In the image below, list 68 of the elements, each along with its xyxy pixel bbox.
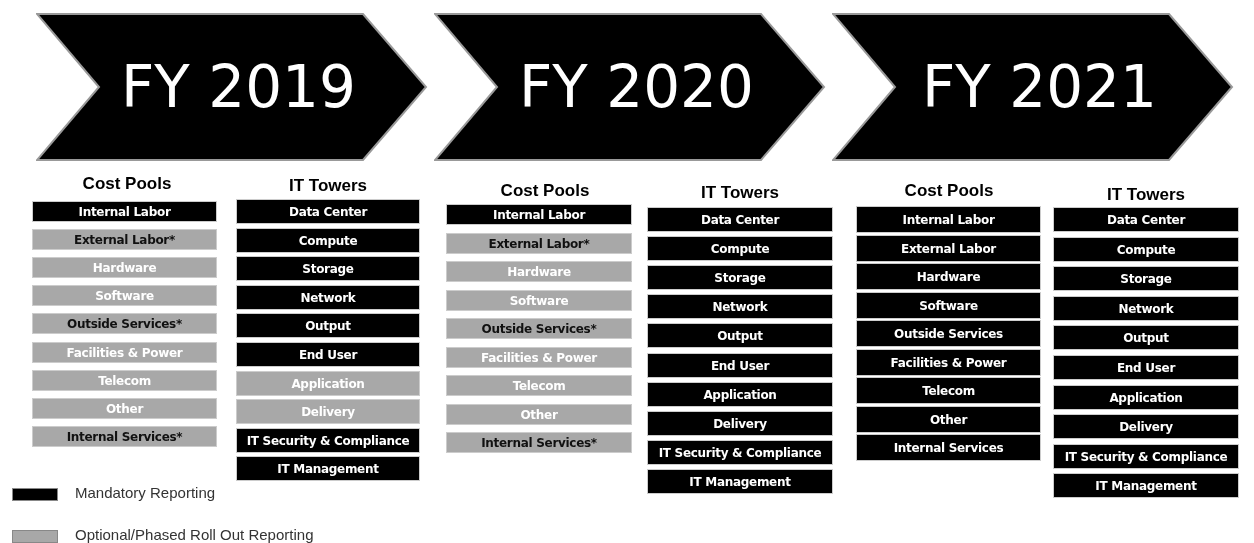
category-box: Software [447, 291, 631, 310]
category-box: Application [648, 383, 832, 406]
category-box: Internal Labor [33, 202, 216, 221]
category-box: Output [237, 314, 419, 337]
category-box: External Labor* [33, 230, 216, 249]
category-box: Storage [237, 257, 419, 280]
category-box: Data Center [648, 208, 832, 231]
category-box: End User [1054, 356, 1238, 379]
category-box: Internal Services [857, 435, 1040, 460]
category-box: Telecom [447, 376, 631, 395]
category-box: Data Center [237, 200, 419, 223]
category-box: Network [237, 286, 419, 309]
category-box: Facilities & Power [857, 350, 1040, 375]
category-box: Internal Services* [447, 433, 631, 452]
category-box: Internal Labor [447, 205, 631, 224]
year-label: FY 2021 [922, 53, 1157, 121]
category-box: Outside Services [857, 321, 1040, 346]
category-box: Compute [1054, 238, 1238, 261]
category-box: Facilities & Power [447, 348, 631, 367]
category-box: Compute [648, 237, 832, 260]
category-box: Output [1054, 326, 1238, 349]
category-box: Software [857, 293, 1040, 318]
category-box: Outside Services* [447, 319, 631, 338]
column-heading: IT Towers [288, 176, 368, 196]
category-box: Software [33, 286, 216, 305]
category-box: End User [237, 343, 419, 366]
category-box: IT Management [237, 457, 419, 480]
category-box: Network [648, 295, 832, 318]
year-label: FY 2020 [519, 53, 754, 121]
category-box: IT Security & Compliance [648, 441, 832, 464]
category-box: IT Management [648, 470, 832, 493]
category-box: Delivery [648, 412, 832, 435]
category-box: Output [648, 324, 832, 347]
legend-label: Mandatory Reporting [75, 484, 216, 501]
category-box: Hardware [857, 264, 1040, 289]
category-box: Hardware [447, 262, 631, 281]
category-box: Application [1054, 386, 1238, 409]
column-heading: IT Towers [700, 183, 780, 203]
category-box: Storage [1054, 267, 1238, 290]
category-box: Internal Labor [857, 207, 1040, 232]
category-box: Application [237, 372, 419, 395]
category-box: Delivery [1054, 415, 1238, 438]
column-heading: IT Towers [1106, 185, 1186, 205]
category-box: Data Center [1054, 208, 1238, 231]
category-box: Telecom [33, 371, 216, 390]
category-box: Outside Services* [33, 314, 216, 333]
category-box: Other [33, 399, 216, 418]
category-box: IT Security & Compliance [237, 429, 419, 452]
column-heading: Cost Pools [904, 181, 994, 201]
category-box: Delivery [237, 400, 419, 423]
category-box: External Labor* [447, 234, 631, 253]
category-box: External Labor [857, 236, 1040, 261]
category-box: Hardware [33, 258, 216, 277]
category-box: IT Security & Compliance [1054, 445, 1238, 468]
category-box: Storage [648, 266, 832, 289]
category-box: Network [1054, 297, 1238, 320]
category-box: IT Management [1054, 474, 1238, 497]
column-heading: Cost Pools [500, 181, 590, 201]
category-box: End User [648, 354, 832, 377]
column-heading: Cost Pools [82, 174, 172, 194]
category-box: Compute [237, 229, 419, 252]
year-label: FY 2019 [121, 53, 356, 121]
category-box: Facilities & Power [33, 343, 216, 362]
category-box: Other [857, 407, 1040, 432]
category-box: Other [447, 405, 631, 424]
legend-label: Optional/Phased Roll Out Reporting [75, 526, 314, 543]
category-box: Internal Services* [33, 427, 216, 446]
category-box: Telecom [857, 378, 1040, 403]
